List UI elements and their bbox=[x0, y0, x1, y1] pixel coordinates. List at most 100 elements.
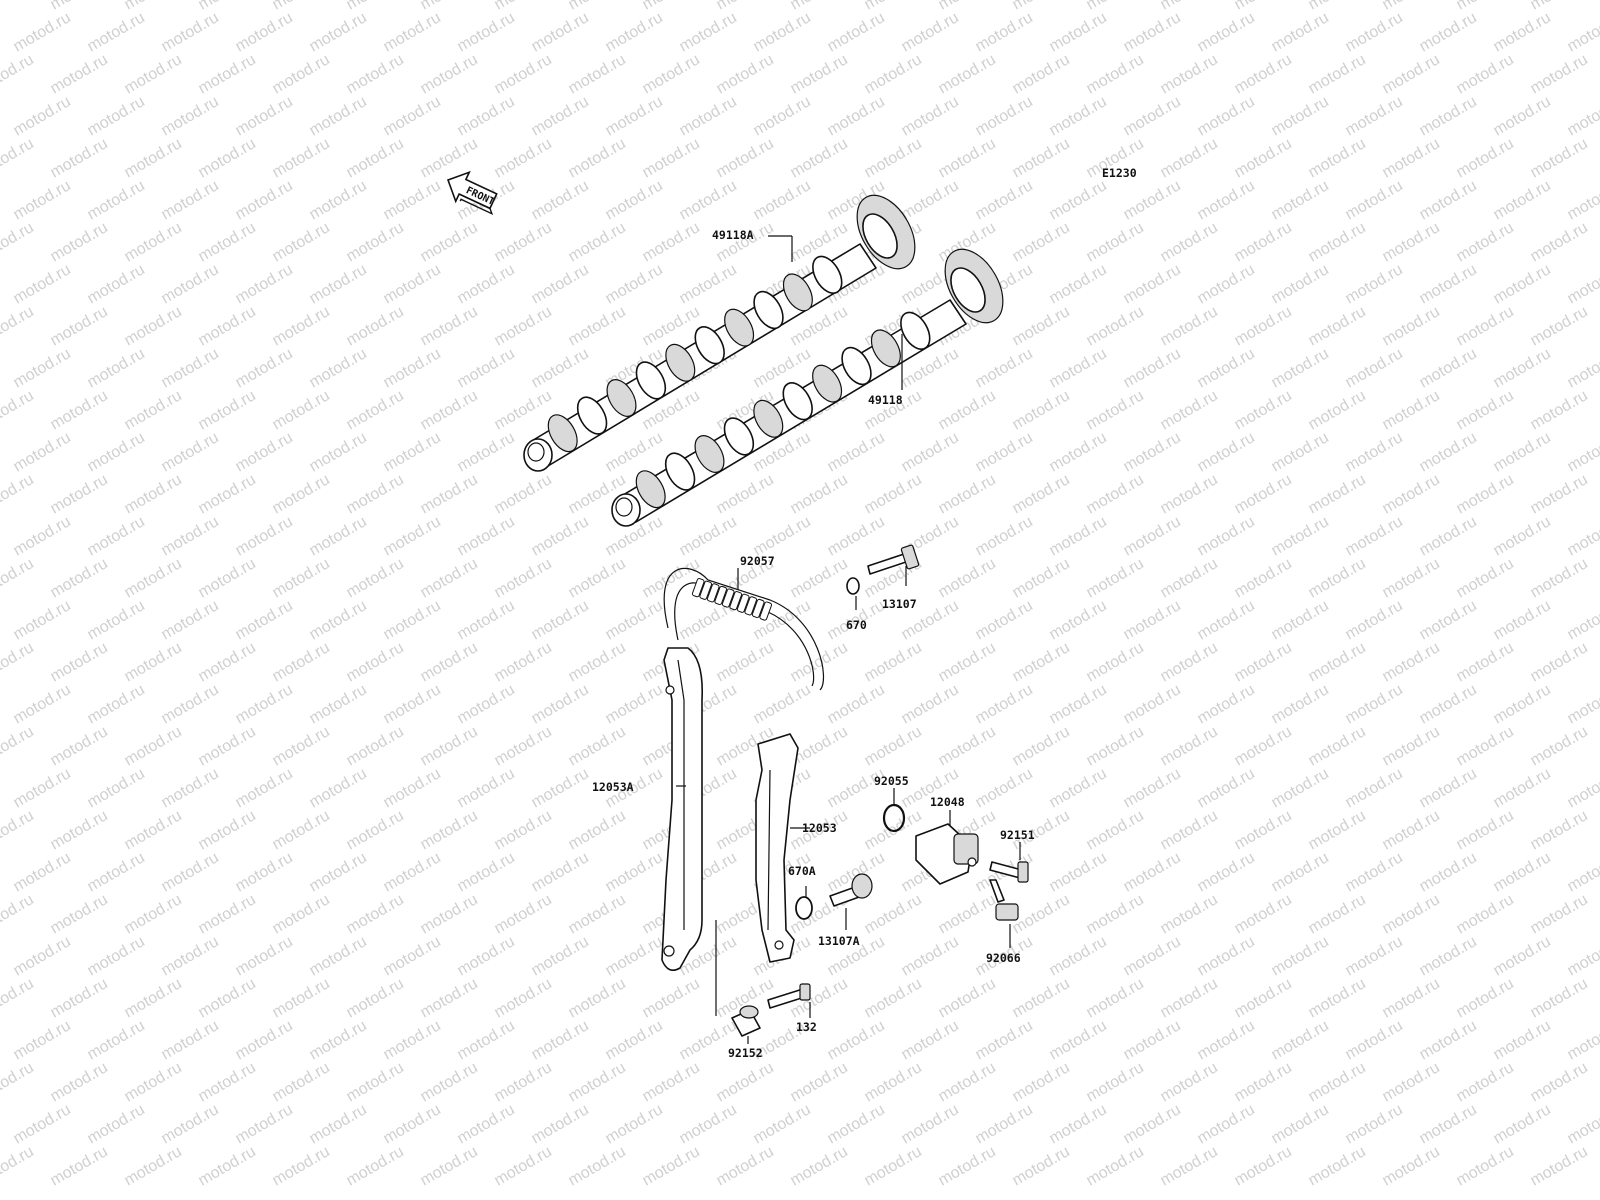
watermark-text: motod.ru bbox=[1380, 723, 1443, 769]
watermark-text: motod.ru bbox=[11, 597, 74, 643]
watermark-text: motod.ru bbox=[788, 555, 851, 601]
watermark-text: motod.ru bbox=[1417, 933, 1480, 979]
watermark-text: motod.ru bbox=[1491, 261, 1554, 307]
watermark-text: motod.ru bbox=[1121, 1017, 1184, 1063]
watermark-text: motod.ru bbox=[492, 639, 555, 685]
watermark-text: motod.ru bbox=[936, 975, 999, 1021]
watermark-text: motod.ru bbox=[0, 639, 37, 685]
watermark-text: motod.ru bbox=[899, 177, 962, 223]
watermark-text: motod.ru bbox=[122, 555, 185, 601]
watermark-text: motod.ru bbox=[0, 975, 37, 1021]
watermark-text: motod.ru bbox=[122, 135, 185, 181]
o-ring-670A bbox=[795, 896, 813, 920]
watermark-text: motod.ru bbox=[1306, 51, 1369, 97]
watermark-text: motod.ru bbox=[1306, 303, 1369, 349]
watermark-text: motod.ru bbox=[455, 933, 518, 979]
watermark-text: motod.ru bbox=[936, 639, 999, 685]
watermark-text: motod.ru bbox=[48, 723, 111, 769]
watermark-text: motod.ru bbox=[270, 807, 333, 853]
watermark-text: motod.ru bbox=[1343, 1017, 1406, 1063]
watermark-text: motod.ru bbox=[0, 807, 37, 853]
watermark-text: motod.ru bbox=[1343, 681, 1406, 727]
watermark-text: motod.ru bbox=[196, 975, 259, 1021]
watermark-text: motod.ru bbox=[1454, 639, 1517, 685]
watermark-text: motod.ru bbox=[159, 849, 222, 895]
watermark-text: motod.ru bbox=[1047, 933, 1110, 979]
watermark-text: motod.ru bbox=[714, 135, 777, 181]
watermark-text: motod.ru bbox=[233, 93, 296, 139]
watermark-text: motod.ru bbox=[381, 429, 444, 475]
watermark-text: motod.ru bbox=[11, 1101, 74, 1147]
chain-guide-12053A bbox=[661, 647, 704, 971]
watermark-text: motod.ru bbox=[196, 723, 259, 769]
watermark-text: motod.ru bbox=[233, 933, 296, 979]
watermark-text: motod.ru bbox=[122, 975, 185, 1021]
watermark-text: motod.ru bbox=[677, 9, 740, 55]
watermark-text: motod.ru bbox=[1010, 0, 1073, 13]
watermark-text: motod.ru bbox=[936, 0, 999, 13]
watermark-text: motod.ru bbox=[418, 471, 481, 517]
watermark-text: motod.ru bbox=[1491, 345, 1554, 391]
watermark-text: motod.ru bbox=[788, 1143, 851, 1189]
watermark-text: motod.ru bbox=[11, 849, 74, 895]
watermark-text: motod.ru bbox=[270, 135, 333, 181]
watermark-text: motod.ru bbox=[751, 513, 814, 559]
watermark-text: motod.ru bbox=[1195, 933, 1258, 979]
watermark-text: motod.ru bbox=[1195, 261, 1258, 307]
watermark-text: motod.ru bbox=[196, 135, 259, 181]
watermark-text: motod.ru bbox=[714, 219, 777, 265]
watermark-text: motod.ru bbox=[1195, 177, 1258, 223]
cam-lobe bbox=[724, 308, 755, 347]
watermark-text: motod.ru bbox=[1047, 177, 1110, 223]
watermark-text: motod.ru bbox=[825, 1017, 888, 1063]
watermark-text: motod.ru bbox=[1306, 639, 1369, 685]
chain-link bbox=[744, 596, 758, 616]
watermark-text: motod.ru bbox=[11, 177, 74, 223]
watermark-text: motod.ru bbox=[1380, 135, 1443, 181]
watermark-text: motod.ru bbox=[1121, 9, 1184, 55]
cam-lobe bbox=[694, 435, 725, 473]
watermark-text: motod.ru bbox=[0, 51, 37, 97]
watermark-text: motod.ru bbox=[1491, 177, 1554, 223]
watermark-text: motod.ru bbox=[196, 471, 259, 517]
watermark-text: motod.ru bbox=[1121, 429, 1184, 475]
watermark-text: motod.ru bbox=[936, 51, 999, 97]
chain-link bbox=[736, 593, 750, 613]
watermark-text: motod.ru bbox=[159, 933, 222, 979]
watermark-text: motod.ru bbox=[1195, 1101, 1258, 1147]
watermark-text: motod.ru bbox=[1306, 135, 1369, 181]
watermark-text: motod.ru bbox=[1269, 597, 1332, 643]
watermark-text: motod.ru bbox=[455, 1101, 518, 1147]
watermark-text: motod.ru bbox=[899, 933, 962, 979]
watermark-text: motod.ru bbox=[159, 597, 222, 643]
watermark-text: motod.ru bbox=[344, 219, 407, 265]
watermark-text: motod.ru bbox=[122, 891, 185, 937]
watermark-text: motod.ru bbox=[1491, 1017, 1554, 1063]
label-12053: 12053 bbox=[802, 821, 837, 835]
watermark-text: motod.ru bbox=[196, 303, 259, 349]
watermark-text: motod.ru bbox=[307, 261, 370, 307]
watermark-text: motod.ru bbox=[1232, 1059, 1295, 1105]
watermark-text: motod.ru bbox=[566, 555, 629, 601]
watermark-text: motod.ru bbox=[307, 429, 370, 475]
watermark-text: motod.ru bbox=[307, 1101, 370, 1147]
watermark-text: motod.ru bbox=[899, 1017, 962, 1063]
watermark-text: motod.ru bbox=[1269, 429, 1332, 475]
watermark-text: motod.ru bbox=[1232, 303, 1295, 349]
watermark-text: motod.ru bbox=[603, 261, 666, 307]
bolt-92066 bbox=[989, 879, 1019, 921]
watermark-text: motod.ru bbox=[1380, 639, 1443, 685]
watermark-text: motod.ru bbox=[48, 639, 111, 685]
watermark-text: motod.ru bbox=[1232, 723, 1295, 769]
watermark-text: motod.ru bbox=[1158, 135, 1221, 181]
watermark-text: motod.ru bbox=[418, 219, 481, 265]
watermark-text: motod.ru bbox=[1417, 597, 1480, 643]
watermark-text: motod.ru bbox=[418, 51, 481, 97]
watermark-text: motod.ru bbox=[1121, 849, 1184, 895]
watermark-text: motod.ru bbox=[11, 261, 74, 307]
watermark-text: motod.ru bbox=[899, 1101, 962, 1147]
watermark-text: motod.ru bbox=[48, 891, 111, 937]
watermark-text: motod.ru bbox=[1380, 1059, 1443, 1105]
leader-lines bbox=[676, 235, 1021, 1044]
watermark-text: motod.ru bbox=[85, 597, 148, 643]
